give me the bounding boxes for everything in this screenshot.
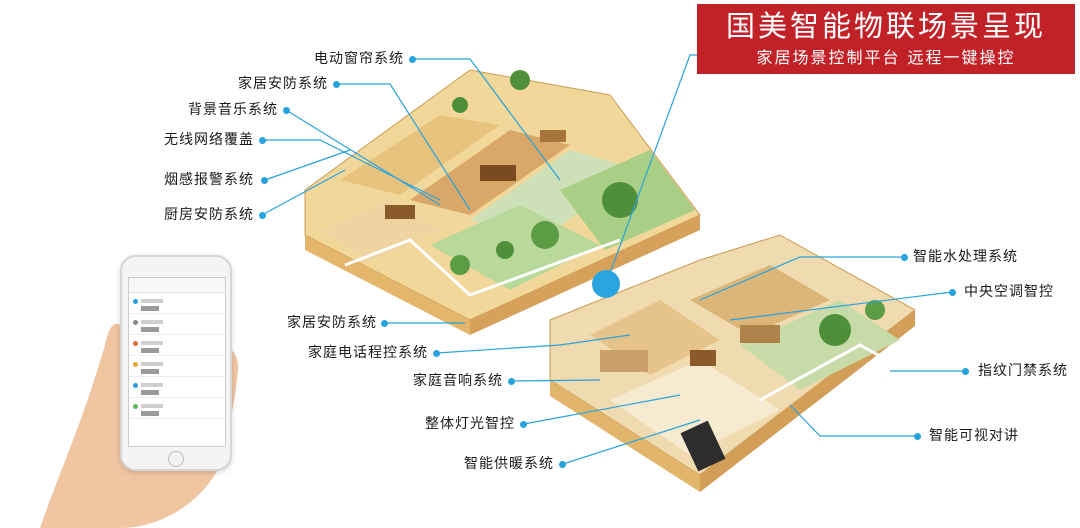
label-dot	[520, 421, 527, 428]
label-lighting-control: 整体灯光智控	[425, 416, 515, 432]
phone-app-list	[129, 293, 225, 419]
label-water-treatment-system: 智能水处理系统	[913, 249, 1018, 265]
label-dot	[409, 56, 416, 63]
phone-row-dot	[133, 341, 138, 346]
phone-screen	[128, 277, 226, 447]
label-dot	[259, 137, 266, 144]
device-icon	[141, 390, 159, 395]
label-fingerprint-access-system: 指纹门禁系统	[978, 363, 1068, 379]
label-central-ac-control: 中央空调智控	[964, 284, 1054, 300]
phone-app-row[interactable]	[129, 377, 225, 398]
phone-row-dot	[133, 320, 138, 325]
phone-app-row[interactable]	[129, 335, 225, 356]
device-icon	[141, 411, 159, 416]
phone-row-dot	[133, 299, 138, 304]
label-dot	[333, 81, 340, 88]
label-kitchen-security-system: 厨房安防系统	[164, 207, 254, 223]
label-home-audio-system: 家庭音响系统	[413, 373, 503, 389]
device-icon	[141, 369, 159, 374]
label-background-music-system: 背景音乐系统	[188, 102, 278, 118]
label-phone-control-system: 家庭电话程控系统	[308, 345, 428, 361]
label-dot	[261, 177, 268, 184]
lower-floor	[549, 234, 916, 492]
phone-row-dot	[133, 362, 138, 367]
hand-illustration	[40, 323, 239, 528]
label-home-security-system-lower: 家居安防系统	[287, 315, 377, 331]
label-wireless-network: 无线网络覆盖	[164, 132, 254, 148]
phone-app-row[interactable]	[129, 398, 225, 419]
phone-app-row[interactable]	[129, 293, 225, 314]
phone-row-label	[141, 383, 163, 387]
label-dot	[559, 461, 566, 468]
phone-status-bar	[129, 278, 225, 293]
label-heating-system: 智能供暖系统	[464, 456, 554, 472]
label-video-intercom: 智能可视对讲	[929, 428, 1019, 444]
label-dot	[433, 350, 440, 357]
phone-row-dot	[133, 404, 138, 409]
device-icon	[141, 348, 159, 353]
phone-row-label	[141, 362, 163, 366]
phone-row-label	[141, 299, 163, 303]
label-smoke-alarm-system: 烟感报警系统	[164, 172, 254, 188]
phone-row-label	[141, 341, 163, 345]
label-dot	[508, 378, 515, 385]
label-dot	[259, 212, 266, 219]
device-icon	[141, 327, 159, 332]
phone-row-label	[141, 404, 163, 408]
label-curtain-system: 电动窗帘系统	[314, 51, 404, 67]
device-icon	[141, 306, 159, 311]
banner-title: 国美智能物联场景呈现	[725, 9, 1046, 43]
smartphone	[120, 255, 232, 471]
label-home-security-system: 家居安防系统	[238, 76, 328, 92]
upper-floor	[304, 69, 701, 335]
label-dot	[949, 289, 956, 296]
leader-lines	[261, 54, 965, 465]
phone-row-label	[141, 320, 163, 324]
phone-row-dot	[133, 383, 138, 388]
phone-app-row[interactable]	[129, 314, 225, 335]
label-dot	[283, 107, 290, 114]
phone-app-row[interactable]	[129, 356, 225, 377]
label-dot	[962, 368, 969, 375]
label-dot	[914, 433, 921, 440]
label-dot	[901, 254, 908, 261]
home-button[interactable]	[168, 451, 184, 467]
title-banner: 国美智能物联场景呈现 家居场景控制平台 远程一键操控	[697, 4, 1075, 74]
label-dot	[381, 320, 388, 327]
banner-subtitle: 家居场景控制平台 远程一键操控	[756, 48, 1016, 67]
